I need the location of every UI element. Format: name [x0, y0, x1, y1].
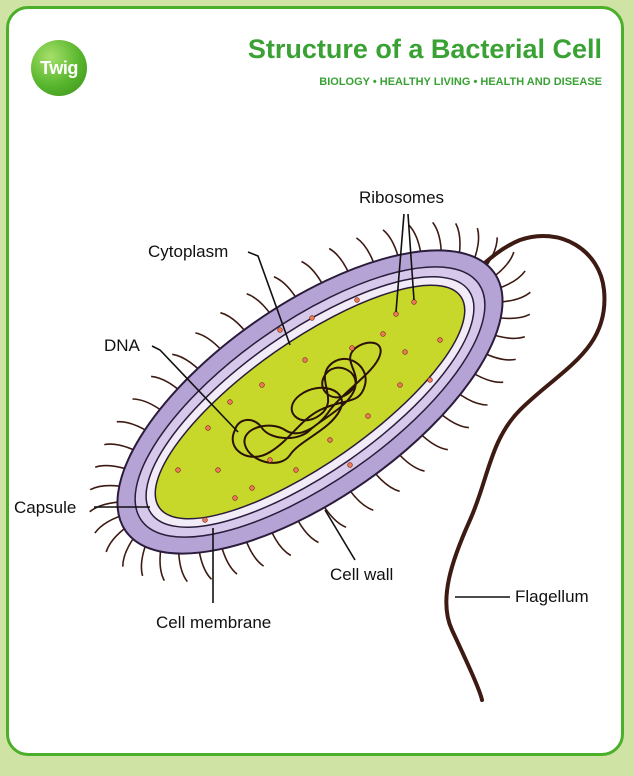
- ribosome-dot: [355, 298, 360, 303]
- ribosome-dot: [216, 468, 221, 473]
- ribosome-dot: [206, 426, 211, 431]
- cell-membrane-label: Cell membrane: [156, 613, 271, 632]
- cell-wall-label: Cell wall: [330, 565, 393, 584]
- dna-label: DNA: [104, 336, 141, 355]
- ribosome-dot: [228, 400, 233, 405]
- ribosome-dot: [328, 438, 333, 443]
- ribosome-dot: [233, 496, 238, 501]
- ribosome-dot: [438, 338, 443, 343]
- ribosome-dot: [412, 300, 417, 305]
- ribosome-dot: [310, 316, 315, 321]
- ribosome-dot: [250, 486, 255, 491]
- ribosome-dot: [268, 458, 273, 463]
- ribosome-dot: [348, 463, 353, 468]
- ribosome-dot: [278, 328, 283, 333]
- ribosome-dot: [428, 378, 433, 383]
- ribosome-dot: [398, 383, 403, 388]
- ribosome-dot: [303, 358, 308, 363]
- cytoplasm-label: Cytoplasm: [148, 242, 228, 261]
- ribosome-dot: [394, 312, 399, 317]
- cell-wall-leader: [325, 510, 355, 560]
- ribosome-dot: [403, 350, 408, 355]
- capsule-label: Capsule: [14, 498, 76, 517]
- ribosome-dot: [260, 383, 265, 388]
- ribosomes-label: Ribosomes: [359, 188, 444, 207]
- ribosome-dot: [203, 518, 208, 523]
- flagellum-label: Flagellum: [515, 587, 589, 606]
- ribosome-dot: [366, 414, 371, 419]
- ribosome-dot: [176, 468, 181, 473]
- ribosome-dot: [350, 346, 355, 351]
- ribosome-dot: [294, 468, 299, 473]
- ribosome-dot: [381, 332, 386, 337]
